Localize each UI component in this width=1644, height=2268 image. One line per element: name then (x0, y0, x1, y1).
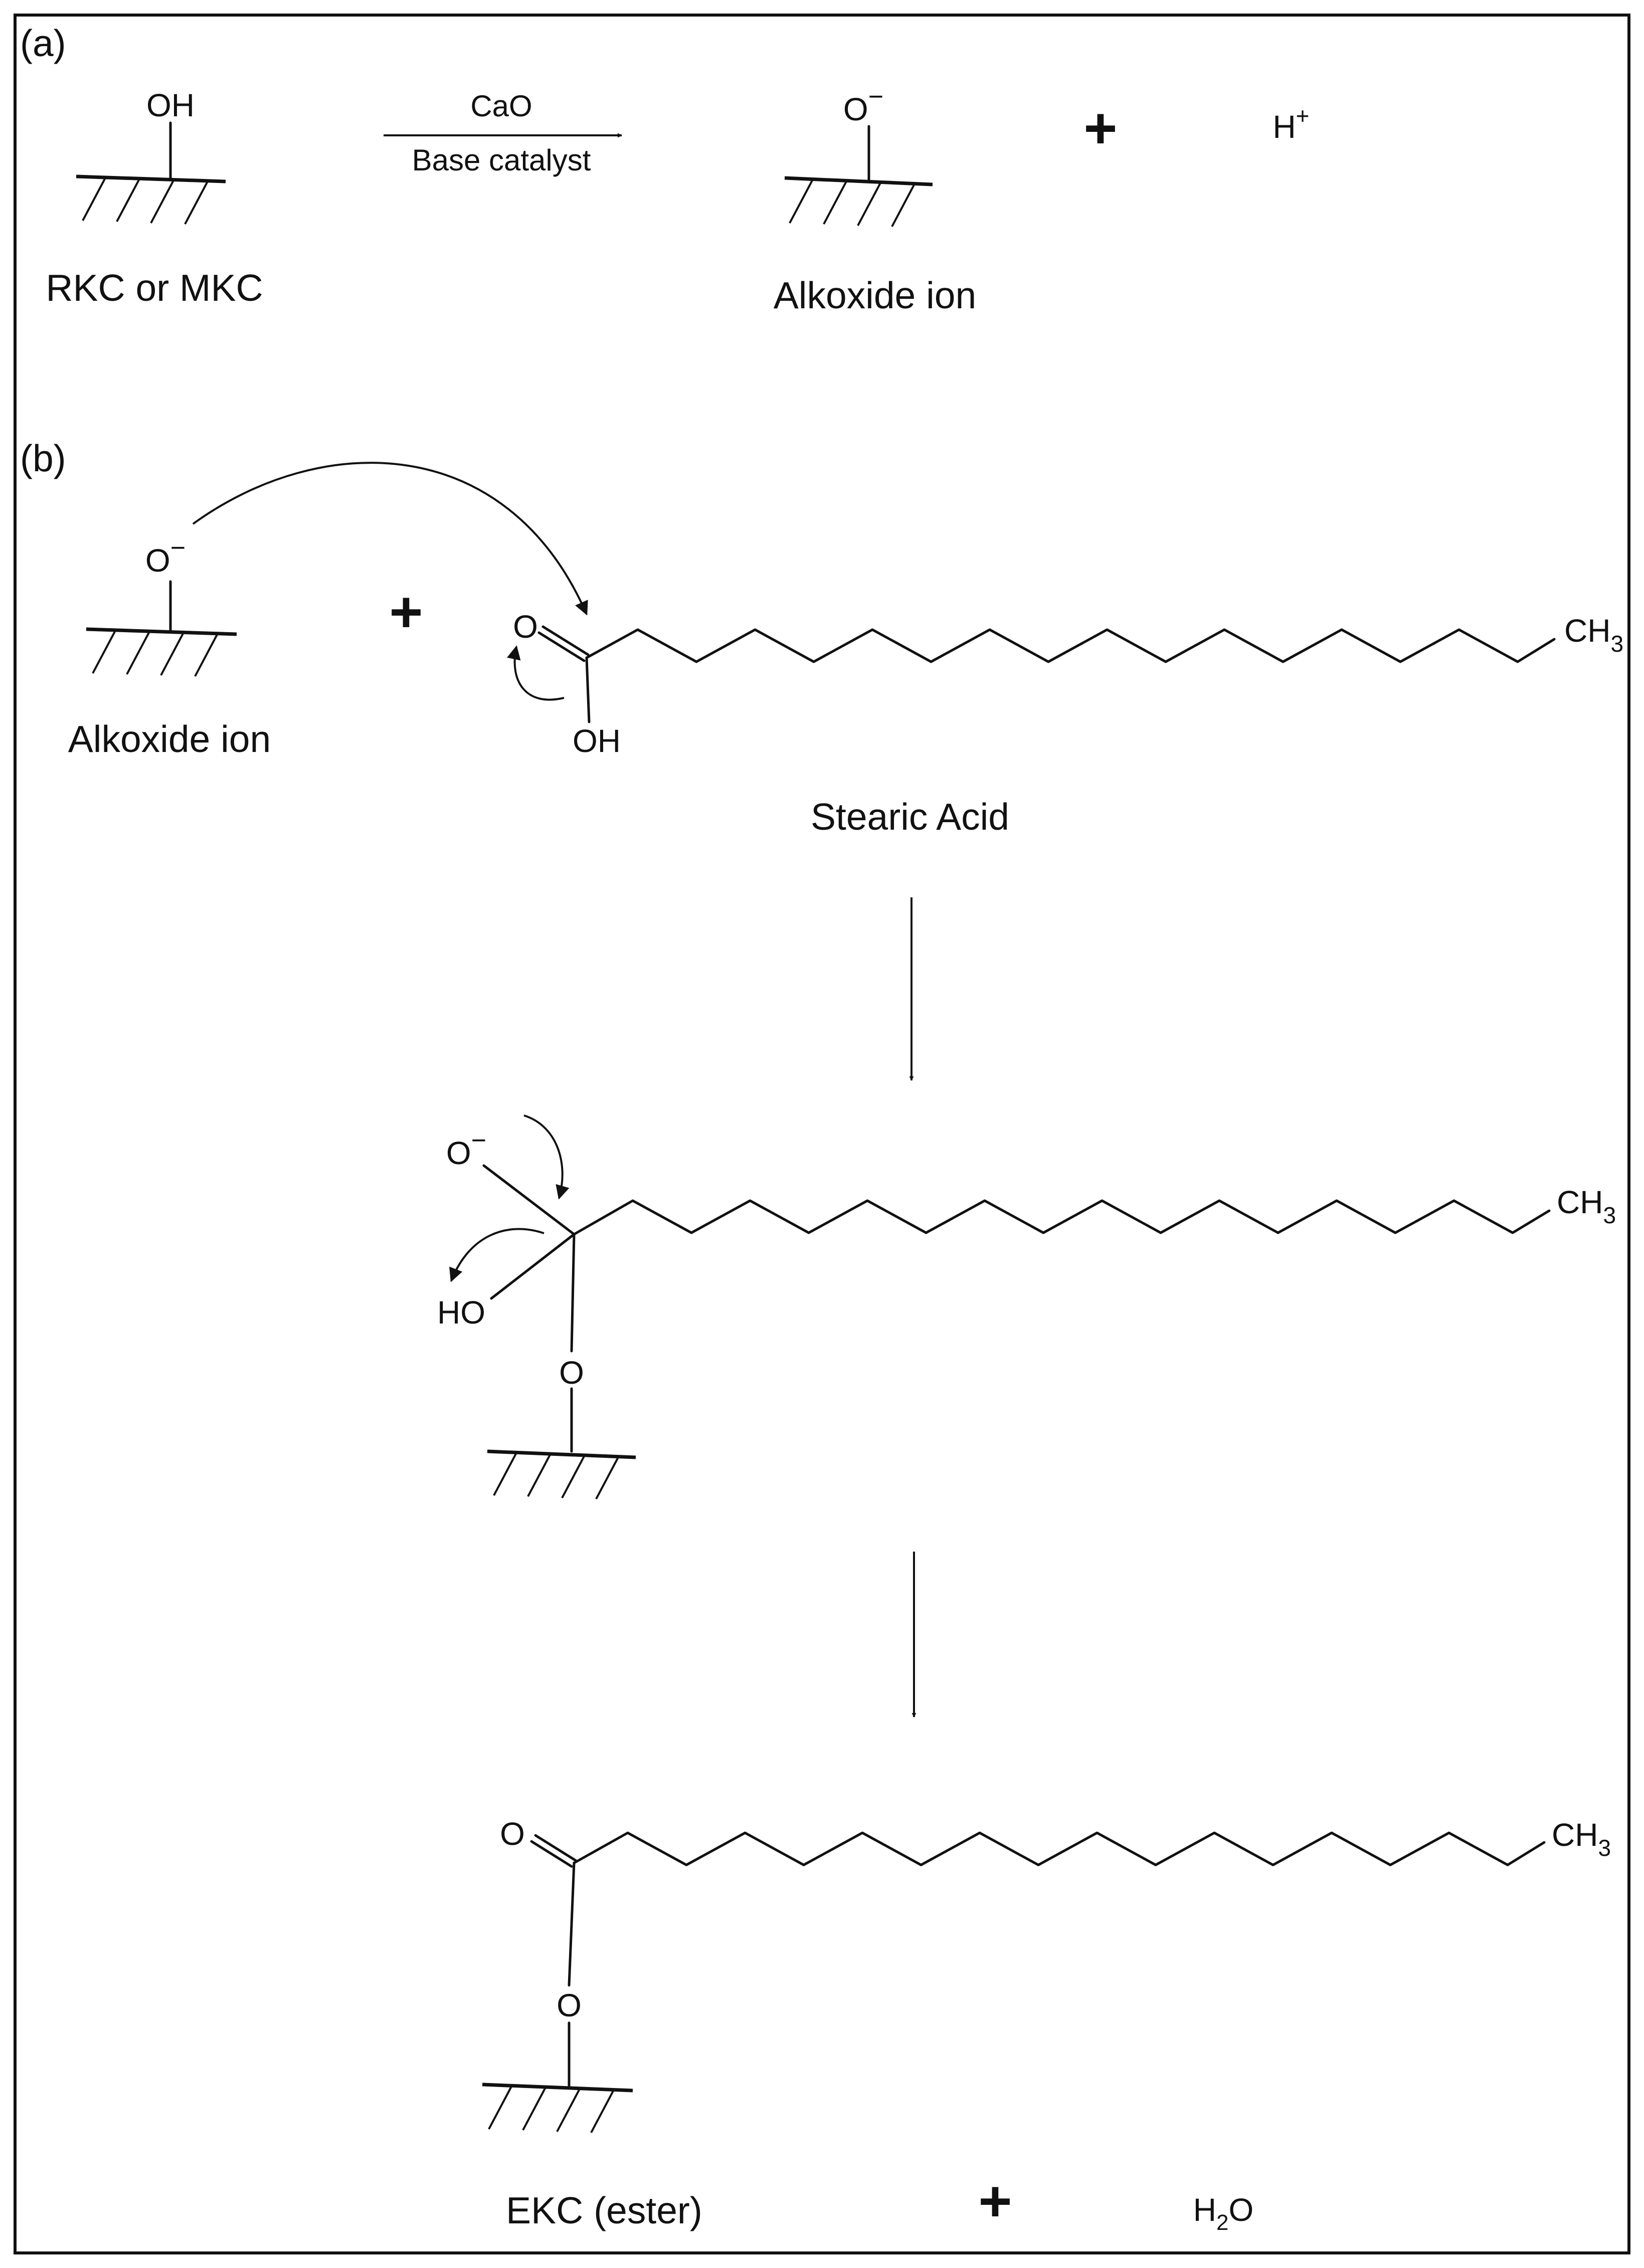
alkoxide-name: Alkoxide ion (774, 274, 976, 316)
rkc-oh-label: OH (146, 87, 195, 123)
ester-product-name: EKC (ester) (506, 2189, 702, 2231)
rkc-surface-line (76, 174, 226, 183)
plus-sign-c: + (978, 2169, 1012, 2233)
plus-sign-b: + (389, 580, 423, 644)
rkc-surface-hatch (82, 177, 209, 225)
water-label: H2O (1193, 2192, 1253, 2235)
ester-alkyl-chain (573, 1831, 1546, 1866)
int-surface-hatch (493, 1452, 620, 1499)
ester-co-double-bond-1 (530, 1840, 573, 1868)
alkoxide-surface-line (784, 176, 933, 186)
int-ominus-label: O− (446, 1126, 486, 1171)
ester-ch3-label: CH3 (1552, 1817, 1611, 1861)
alkoxide-product-group: O− (784, 82, 933, 227)
alkoxide-b-surface-hatch (92, 630, 219, 677)
panel-a-label: (a) (20, 22, 66, 64)
panel-b-label: (b) (20, 437, 66, 479)
int-hydroxyl-label: HO (437, 1294, 485, 1331)
rkc-name: RKC or MKC (46, 267, 263, 309)
ester-co-double-bond-2 (534, 1834, 577, 1862)
arrow-bottom-label: Base catalyst (412, 143, 591, 177)
alkoxide-o-label: O− (843, 82, 883, 127)
alkoxide-b-surface-line (86, 627, 237, 636)
alkoxide-b-name: Alkoxide ion (68, 718, 271, 760)
ester-product-structure: O O CH3 (482, 1816, 1611, 2133)
acid-co-double-bond-2 (541, 625, 590, 656)
stearic-acid-name: Stearic Acid (811, 796, 1009, 838)
acid-ch3-label: CH3 (1564, 613, 1623, 657)
alkoxide-b-o-label: O− (145, 533, 186, 579)
alkoxide-reactant-group: O− (86, 533, 237, 677)
int-ch3-label: CH3 (1557, 1184, 1616, 1228)
int-surface-line (487, 1449, 636, 1459)
int-c-ominus-bond (482, 1164, 576, 1236)
ester-surface-hatch (488, 2086, 615, 2133)
acid-co-double-bond-1 (537, 631, 586, 662)
ester-surface-line (482, 2083, 633, 2093)
acid-coh-bond (585, 656, 591, 723)
acid-carbonyl-o-label: O (513, 609, 538, 645)
carbonyl-electron-arrow (507, 645, 565, 701)
int-leaving-arrow (449, 1228, 544, 1282)
arrow-top-label: CaO (470, 89, 532, 123)
int-c-o-bond (570, 1233, 576, 1353)
int-c-oh-bond (490, 1233, 576, 1300)
int-alkyl-chain (573, 1199, 1551, 1236)
proton-label: H+ (1272, 103, 1309, 145)
int-bridge-o-label: O (559, 1355, 584, 1391)
stearic-acid-structure: O OH CH3 (507, 609, 1623, 759)
ester-bridge-o-label: O (557, 1987, 582, 2023)
acid-alkyl-chain (585, 628, 1556, 663)
alkoxide-surface-hatch (789, 180, 916, 227)
plus-sign-a: + (1083, 96, 1117, 160)
int-reform-arrow (523, 1114, 570, 1200)
acid-hydroxyl-label: OH (573, 723, 621, 759)
ester-carbonyl-o-label: O (500, 1816, 525, 1852)
figure-frame (14, 14, 1630, 2254)
ester-c-o-bond (568, 1861, 576, 1987)
nucleophilic-attack-arrow (192, 462, 588, 616)
rkc-surface-group: OH (76, 87, 226, 225)
tetrahedral-intermediate: O− HO O CH3 (437, 1114, 1616, 1499)
